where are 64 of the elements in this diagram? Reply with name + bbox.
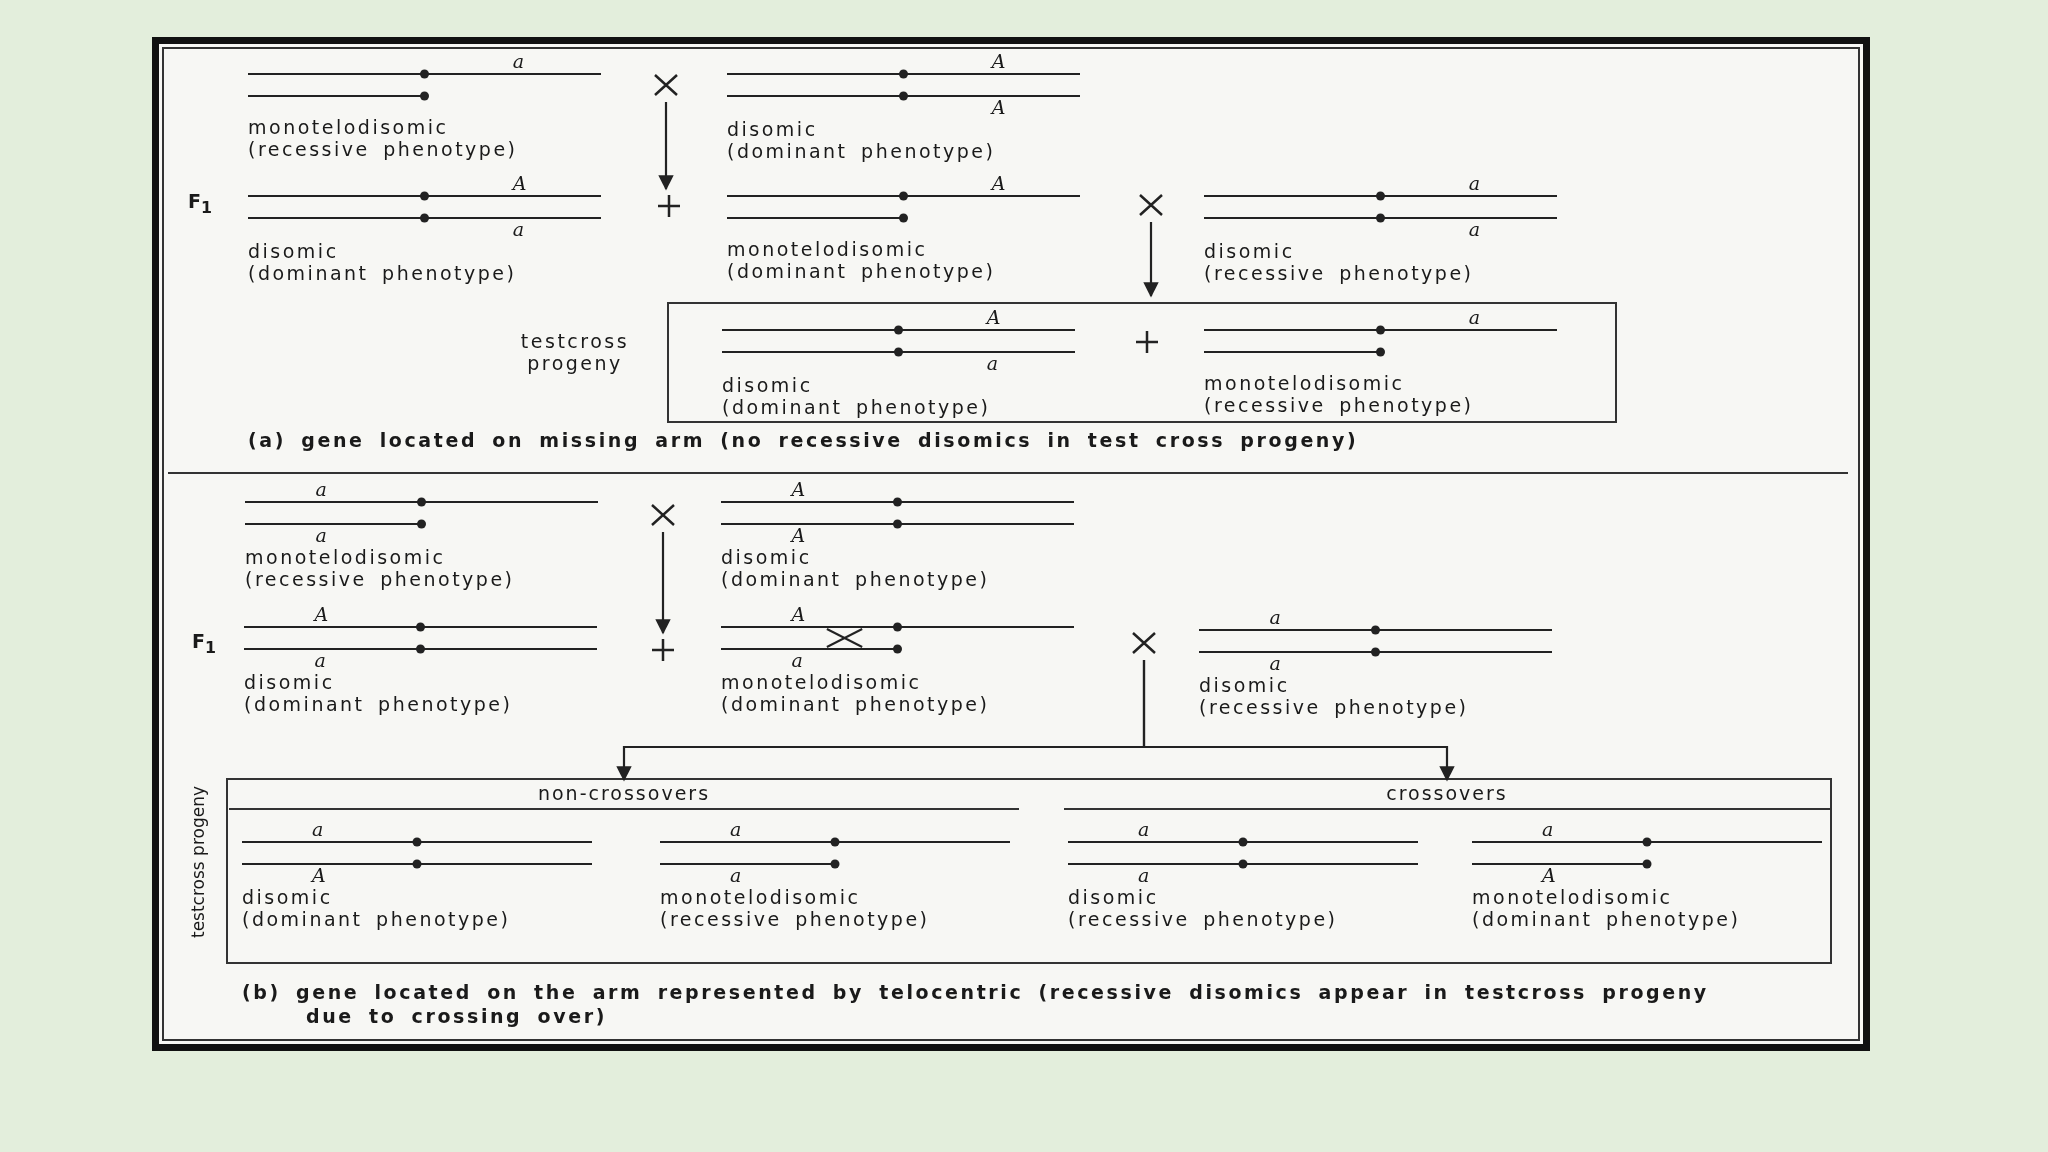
phenotype-label: disomic (dominant phenotype)	[722, 374, 991, 418]
allele-label: a	[730, 865, 742, 885]
figure-caption: (a) gene located on missing arm (no recessive disomics in test cross progeny)	[248, 428, 1360, 452]
phenotype-label: monotelodisomic (recessive phenotype)	[245, 546, 515, 590]
cross-symbol	[653, 72, 679, 98]
allele-label: a	[791, 650, 803, 670]
phenotype-label: disomic (dominant phenotype)	[727, 118, 996, 162]
phenotype-label: monotelodisomic (recessive phenotype)	[1204, 372, 1474, 416]
phenotype-label: monotelodisomic (dominant phenotype)	[1472, 886, 1741, 930]
allele-label: a	[1468, 219, 1481, 239]
allele-label: a	[1138, 865, 1150, 885]
phenotype-label: monotelodisomic (recessive phenotype)	[248, 116, 518, 160]
cross-symbol	[1138, 192, 1164, 218]
allele-label: A	[991, 51, 1006, 71]
allele-label: a	[315, 479, 327, 499]
phenotype-label: disomic (dominant phenotype)	[721, 546, 990, 590]
phenotype-label: monotelodisomic (recessive phenotype)	[660, 886, 930, 930]
phenotype-label: disomic (dominant phenotype)	[248, 240, 517, 284]
cross-symbol	[650, 502, 676, 528]
allele-label: a	[1138, 819, 1150, 839]
arrow	[658, 102, 674, 191]
phenotype-label: disomic (recessive phenotype)	[1204, 240, 1474, 284]
arrow	[1142, 660, 1455, 782]
phenotype-label: monotelodisomic (dominant phenotype)	[727, 238, 996, 282]
allele-label: A	[791, 479, 806, 499]
phenotype-label: disomic (dominant phenotype)	[244, 671, 513, 715]
allele-label: a	[1269, 653, 1281, 673]
arrow	[1143, 222, 1159, 298]
allele-label: A	[312, 865, 326, 885]
plus-symbol	[650, 637, 676, 663]
allele-label: a	[1468, 173, 1481, 193]
allele-label: a	[986, 353, 999, 373]
phenotype-label: monotelodisomic (dominant phenotype)	[721, 671, 990, 715]
allele-label: a	[730, 819, 742, 839]
allele-label: a	[512, 219, 525, 239]
allele-label: a	[1468, 307, 1481, 327]
allele-label: A	[1542, 865, 1556, 885]
generation-label: F$_{1}$	[188, 190, 212, 217]
phenotype-label: disomic (dominant phenotype)	[242, 886, 511, 930]
group-heading: crossovers	[1064, 782, 1830, 810]
allele-label: a	[1542, 819, 1554, 839]
allele-label: A	[991, 97, 1006, 117]
allele-label: A	[314, 604, 329, 624]
allele-label: a	[312, 819, 324, 839]
allele-label: A	[991, 173, 1006, 193]
arrow	[655, 532, 671, 635]
allele-label: A	[791, 525, 806, 545]
allele-label: a	[512, 51, 525, 71]
plus-symbol	[1134, 329, 1160, 355]
figure-caption: (b) gene located on the arm represented by telocentric (recessive disomics appear in testcross progeny due to crossing over)	[242, 980, 1710, 1028]
allele-label: a	[314, 650, 326, 670]
plus-symbol	[656, 193, 682, 219]
allele-label: a	[1269, 607, 1281, 627]
group-heading: non-crossovers	[229, 782, 1019, 810]
cross-symbol	[1131, 630, 1157, 656]
group-heading: testcross progeny	[188, 786, 208, 939]
phenotype-label: disomic (recessive phenotype)	[1068, 886, 1338, 930]
generation-label: F$_{1}$	[192, 630, 216, 657]
group-heading: testcross progeny	[519, 330, 631, 374]
allele-label: A	[512, 173, 527, 193]
allele-label: A	[791, 604, 806, 624]
allele-label: a	[315, 525, 327, 545]
phenotype-label: disomic (recessive phenotype)	[1199, 674, 1469, 718]
allele-label: A	[986, 307, 1001, 327]
